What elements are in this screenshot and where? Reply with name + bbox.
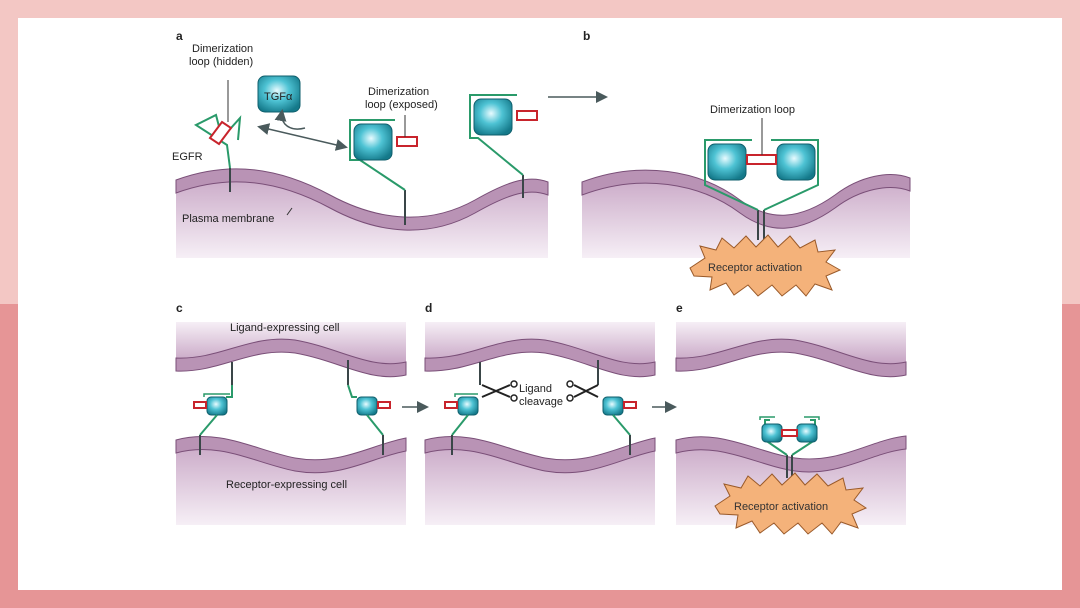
label-dimerization-exposed-2: loop (exposed) <box>365 99 438 111</box>
label-ligand-cleavage-2: cleavage <box>519 396 563 408</box>
panel-b-plasma-membrane <box>581 169 911 258</box>
label-receptor-activation-b: Receptor activation <box>708 262 802 274</box>
egfr-receptor-tethered <box>193 80 242 192</box>
tgf-binding-arrow <box>274 109 306 130</box>
panel-a-plasma-membrane <box>175 168 549 258</box>
dimerization-loop-exposed-rect <box>396 136 418 147</box>
label-dimerization-exposed-1: Dimerization <box>368 86 429 98</box>
egfr-receptor-extended-1 <box>349 115 418 225</box>
panel-c-letter: c <box>176 301 183 315</box>
dimerization-loop-hidden-rect <box>208 120 233 146</box>
panel-c: c Ligand-expressing cell Receptor-expres… <box>175 301 429 525</box>
scissors-icon <box>481 380 518 402</box>
panel-d-letter: d <box>425 301 432 315</box>
tgf-alpha-ligand: TGFα <box>257 75 301 113</box>
panel-c-juxtacrine-pair-right <box>347 360 391 455</box>
scissors-icon <box>566 380 599 402</box>
label-ligand-expressing-cell: Ligand-expressing cell <box>230 322 339 334</box>
label-dimerization-loop-b: Dimerization loop <box>710 104 795 116</box>
label-receptor-activation-e: Receptor activation <box>734 501 828 513</box>
panel-e-letter: e <box>676 301 683 315</box>
panel-a-letter: a <box>176 29 183 43</box>
label-plasma-membrane: Plasma membrane <box>182 213 274 225</box>
panel-b: b Dimerization loop Receptor activation <box>581 29 911 297</box>
panel-c-receptor-cell <box>175 436 407 525</box>
panel-e: e Receptor activation <box>675 301 907 535</box>
equilibrium-arrow <box>257 123 348 151</box>
panel-d-ligand-cell <box>424 322 656 378</box>
panel-b-letter: b <box>583 29 590 43</box>
egfr-dimer-e <box>759 416 820 478</box>
label-dimerization-hidden-1: Dimerization <box>192 43 253 55</box>
egfr-dimer <box>704 118 819 240</box>
panel-a: a Dimerization loop (hidden) EGFR TGFα <box>172 29 608 258</box>
label-egfr: EGFR <box>172 151 203 163</box>
label-receptor-expressing-cell: Receptor-expressing cell <box>226 479 347 491</box>
panel-d-cleaved-pair-left <box>444 362 481 455</box>
label-dimerization-hidden-2: loop (hidden) <box>189 56 253 68</box>
panel-d-receptor-cell <box>424 436 656 525</box>
panel-d-cleaved-pair-right <box>597 360 637 455</box>
tgf-alpha-label: TGFα <box>264 91 293 103</box>
label-ligand-cleavage-1: Ligand <box>519 383 552 395</box>
panel-e-ligand-cell <box>675 322 907 378</box>
panel-c-juxtacrine-pair-left <box>193 362 233 455</box>
receptor-activation-burst-e: Receptor activation <box>714 472 868 535</box>
egfr-receptor-extended-2 <box>469 94 538 198</box>
receptor-activation-burst-b: Receptor activation <box>689 234 842 297</box>
panel-d: d <box>424 301 677 525</box>
